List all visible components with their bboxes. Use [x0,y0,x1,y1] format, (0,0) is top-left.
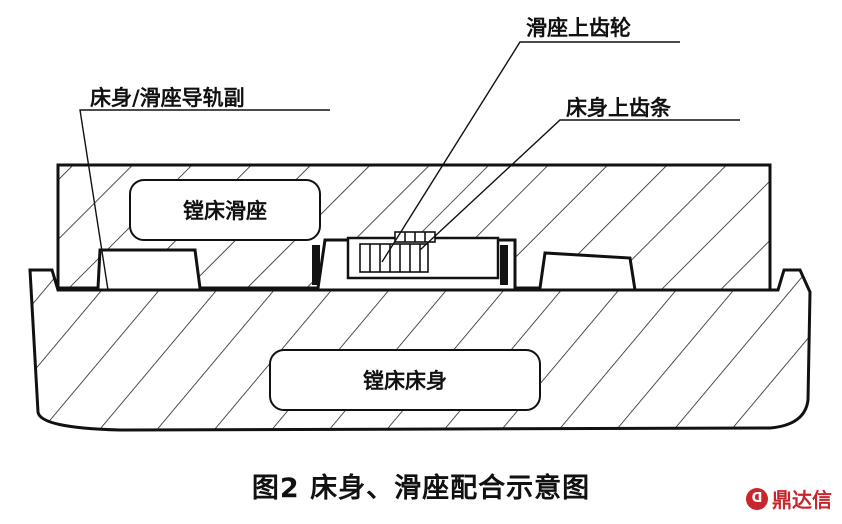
figure-caption: 图2 床身、滑座配合示意图 [251,473,591,504]
leader-guide-pair [79,109,330,291]
guide-strip-left [312,245,320,285]
gear-icon [359,243,429,273]
bed-label-box [269,349,541,411]
logo-icon: ᗡ [746,487,768,510]
rack-icon [394,231,436,243]
label-bed: 镗床床身 [363,369,447,393]
watermark-logo: ᗡ 鼎达信 [746,484,832,513]
label-guide-pair: 床身/滑座导轨副 [90,86,245,110]
guide-strip-right [500,245,508,285]
leader-bed-rack [419,119,740,251]
label-slide: 镗床滑座 [183,199,267,223]
label-bed-rack: 床身上齿条 [566,96,671,120]
slide-label-box [129,179,321,241]
label-slide-gear: 滑座上齿轮 [526,16,631,40]
leader-slide-gear [381,41,680,263]
watermark-text: 鼎达信 [772,488,832,512]
